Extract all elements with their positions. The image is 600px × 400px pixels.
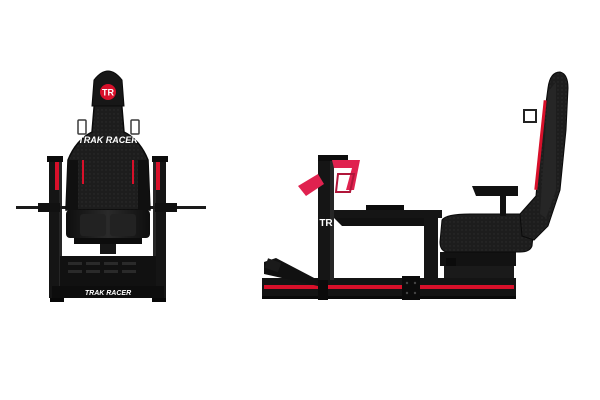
rear-support [424,214,438,280]
seat-slider [440,252,516,266]
upright-tr-logo: TR [319,218,333,229]
front-view: TR TRAK RACER TRAK RACER [16,70,206,302]
tr-logo-badge [100,84,116,100]
base-brand-text: TRAK RACER [85,290,131,297]
side-wheel-deck [334,210,442,218]
front-seat-cushion [66,210,150,238]
side-rail-red-stripe [264,285,514,289]
seat-brand-text: TRAK RACER [78,135,138,145]
tr-logo-text: TR [102,88,114,98]
side-seat-bracket [472,186,518,196]
front-bottom-bar [52,286,164,298]
side-view: TR [262,71,569,300]
left-upright [49,156,59,298]
side-seat-bottom [439,213,535,253]
shifter-mount [298,160,360,196]
right-upright [156,156,166,298]
right-red-accent [156,160,160,190]
left-red-accent [55,160,59,190]
